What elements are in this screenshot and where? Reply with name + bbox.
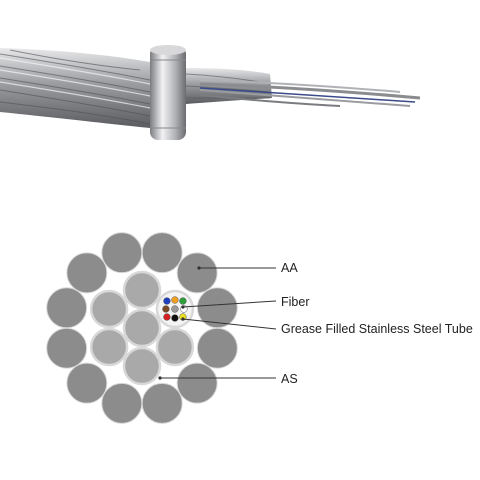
- as-wire: [122, 270, 162, 310]
- as-wire-center: [122, 308, 162, 348]
- as-wire: [155, 327, 195, 367]
- aa-wire: [66, 362, 108, 404]
- aa-wire: [176, 252, 218, 294]
- clamp-ring: [150, 45, 186, 140]
- fiber: [179, 297, 187, 305]
- aa-wire: [46, 327, 88, 369]
- label-tube: Grease Filled Stainless Steel Tube: [281, 322, 473, 336]
- label-as: AS: [281, 372, 298, 386]
- leader-tube: [182, 318, 277, 330]
- aa-wire: [196, 327, 238, 369]
- aa-wire: [66, 252, 108, 294]
- as-wire: [89, 327, 129, 367]
- as-wire: [89, 289, 129, 329]
- fiber: [171, 314, 179, 322]
- aa-wire: [101, 382, 143, 424]
- fiber: [171, 305, 179, 313]
- aa-wire: [46, 287, 88, 329]
- cable-strands: [0, 48, 421, 128]
- label-fiber: Fiber: [281, 295, 310, 309]
- fiber: [163, 297, 171, 305]
- fiber: [162, 305, 170, 313]
- aa-wire: [196, 287, 238, 329]
- aa-wire: [141, 232, 183, 274]
- leader-fiber: [182, 300, 277, 308]
- fiber: [163, 313, 171, 321]
- aa-wire: [176, 362, 218, 404]
- cable-cross-section: [46, 232, 277, 424]
- cable-photo: [0, 45, 421, 140]
- as-wire: [122, 346, 162, 386]
- aa-wire: [141, 382, 183, 424]
- fiber: [171, 296, 179, 304]
- label-aa: AA: [281, 261, 298, 275]
- aa-wire: [101, 232, 143, 274]
